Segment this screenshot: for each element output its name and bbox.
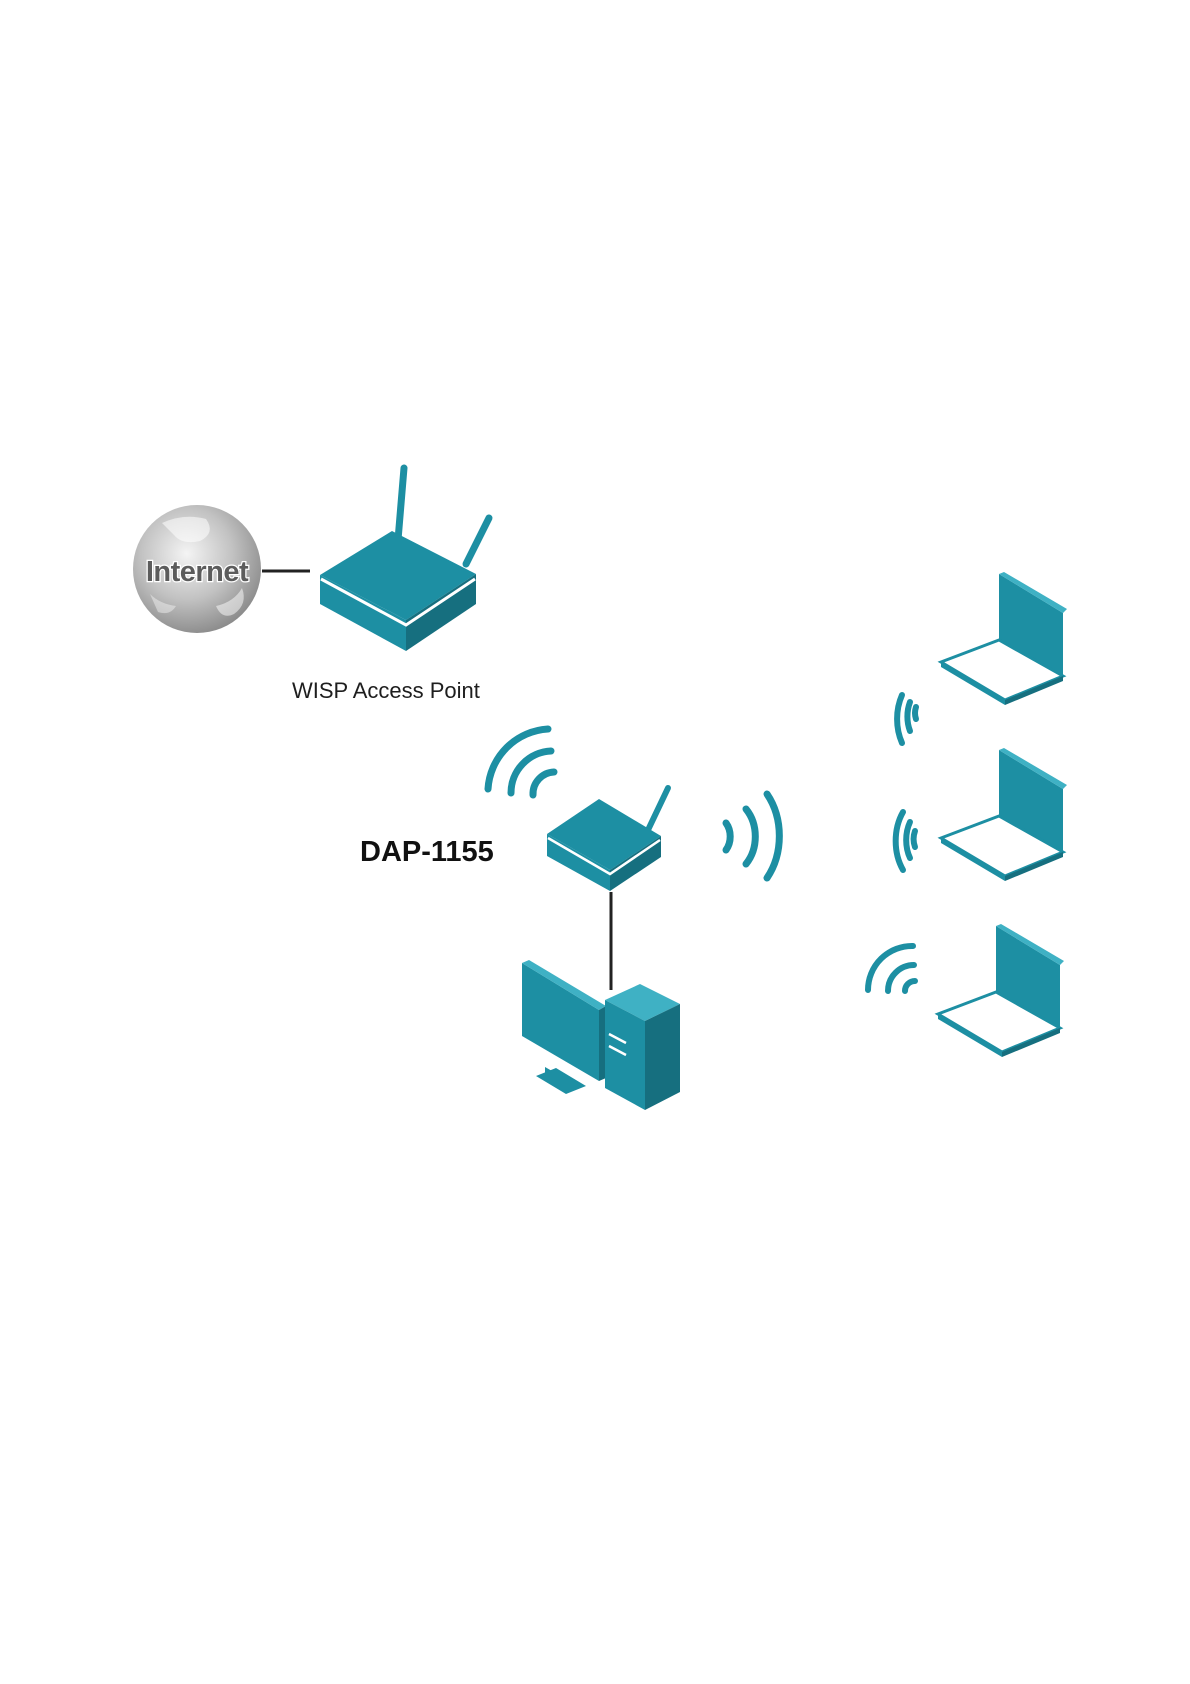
dap-1155-label: DAP-1155	[360, 836, 494, 869]
wifi-signal-laptop-1-icon	[897, 695, 916, 743]
wifi-signal-dap-icon	[726, 794, 779, 878]
wifi-signal-laptop-2-icon	[896, 812, 915, 870]
dap-access-point-icon	[547, 788, 668, 891]
wisp-access-point-label: WISP Access Point	[292, 678, 480, 704]
laptop-1-icon	[941, 572, 1067, 705]
laptop-3-icon	[938, 924, 1064, 1057]
wifi-signal-laptop-3-icon	[868, 946, 915, 991]
wifi-signal-wisp-icon	[488, 729, 554, 795]
internet-label: Internet	[146, 556, 249, 588]
internet-globe-icon: Internet	[133, 505, 261, 633]
desktop-computer-icon	[522, 960, 680, 1110]
wisp-router-icon	[320, 468, 489, 651]
laptop-2-icon	[941, 748, 1067, 881]
